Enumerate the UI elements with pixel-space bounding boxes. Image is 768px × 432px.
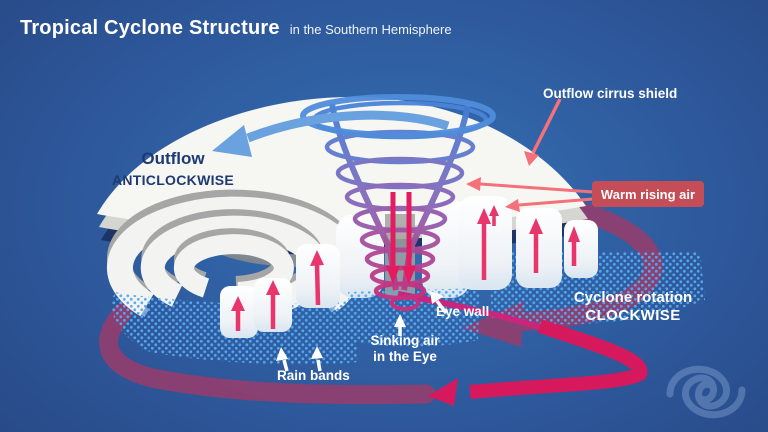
rising-air-arrows-left (231, 250, 324, 331)
page-title: Tropical Cyclone Structure (20, 17, 280, 39)
eye-funnel-spiral (311, 100, 489, 301)
sinking-air-line1: Sinking air (370, 333, 440, 348)
rising-air-arrows-right (477, 205, 580, 280)
sinking-air-label: Sinking air in the Eye (350, 333, 460, 364)
cyclone-swirl-icon (666, 365, 746, 419)
page-subtitle: in the Southern Hemisphere (289, 22, 452, 37)
cyclone-rotation-band-left (99, 302, 436, 405)
cirrus-shield-label: Outflow cirrus shield (543, 86, 678, 101)
anticlockwise-label: ANTICLOCKWISE (111, 172, 235, 188)
cyclone-rotation-label: Cyclone rotation (573, 289, 693, 306)
outflow-swirl (300, 94, 496, 138)
cirrus-shield-pointer (524, 98, 562, 166)
sinking-air-arrows (386, 192, 416, 284)
eye-wall-label: Eye wall (436, 304, 490, 319)
outflow-arrow-icon (212, 110, 450, 157)
rain-bands-label: Rain bands (277, 368, 350, 383)
warm-rising-air-badge: Warm rising air (592, 181, 704, 207)
clockwise-label: CLOCKWISE (585, 307, 681, 324)
page-header: Tropical Cyclone Structure in the Southe… (20, 17, 452, 40)
warm-rising-air-label: Warm rising air (600, 186, 696, 202)
white-pointers (276, 291, 448, 372)
sinking-air-line2: in the Eye (373, 348, 437, 364)
outflow-label: Outflow (141, 149, 205, 168)
warm-rising-air-pointers (466, 177, 594, 212)
